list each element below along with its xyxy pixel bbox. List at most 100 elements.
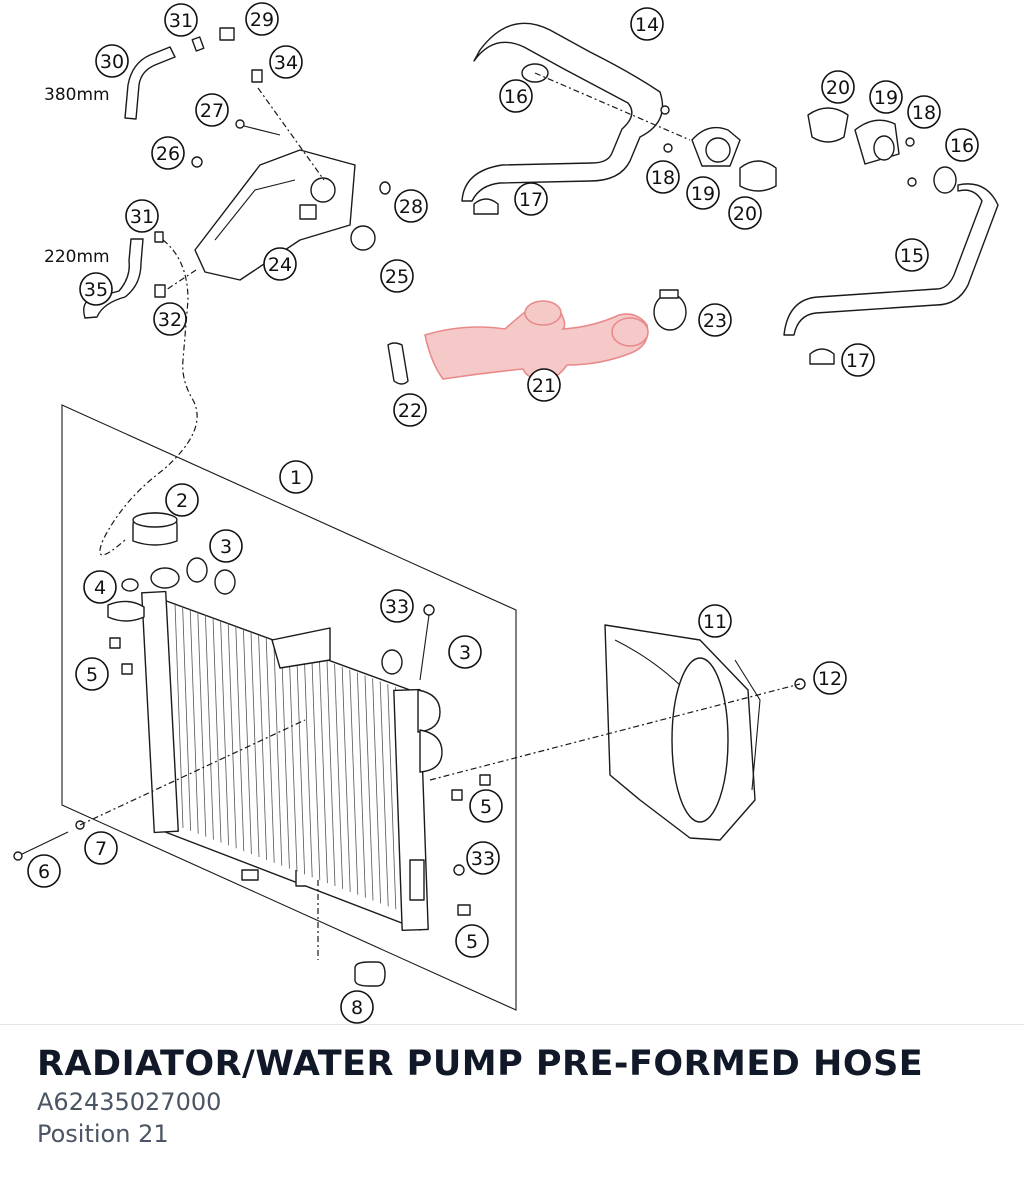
clamp-22 xyxy=(387,342,409,385)
hose-15 xyxy=(783,183,999,336)
overflow-tube xyxy=(99,239,198,556)
highlighted-part-21-hose xyxy=(424,300,649,382)
bolt-26 xyxy=(191,156,203,168)
callout-circle xyxy=(448,635,482,669)
callout-circle xyxy=(394,189,428,223)
callout-18: 18 xyxy=(646,160,680,194)
callout-1: 1 xyxy=(279,460,313,494)
callout-number: 1 xyxy=(290,467,302,489)
bolt-27 xyxy=(235,119,281,136)
callout-number: 35 xyxy=(84,279,108,301)
callout-number: 16 xyxy=(504,86,528,108)
callout-number: 5 xyxy=(86,664,98,686)
callout-circle xyxy=(821,70,855,104)
callout-26: 26 xyxy=(151,136,185,170)
thermostat-20a xyxy=(739,160,777,192)
radiator xyxy=(141,557,443,932)
callout-circle xyxy=(380,259,414,293)
clamp-29 xyxy=(219,27,235,41)
callout-6: 6 xyxy=(27,854,61,888)
rubber-mount-8 xyxy=(354,961,386,987)
callout-circle xyxy=(527,368,561,402)
callout-11: 11 xyxy=(698,604,732,638)
callout-17: 17 xyxy=(514,182,548,216)
callout-circle xyxy=(125,199,159,233)
callout-circle xyxy=(945,128,979,162)
clip-5b xyxy=(451,774,491,801)
callout-circle xyxy=(209,529,243,563)
callout-24: 24 xyxy=(263,247,297,281)
callout-circle xyxy=(841,343,875,377)
part-info-panel: RADIATOR/WATER PUMP PRE-FORMED HOSE A624… xyxy=(37,1042,997,1150)
clamp-17a xyxy=(473,198,499,215)
callout-25: 25 xyxy=(380,259,414,293)
callout-number: 20 xyxy=(733,203,757,225)
callout-number: 17 xyxy=(519,189,543,211)
callout-number: 7 xyxy=(95,838,107,860)
dimension-220mm: 220mm xyxy=(44,247,110,267)
clip-31b xyxy=(154,231,164,243)
callout-circle xyxy=(245,2,279,36)
callout-circle xyxy=(83,570,117,604)
callout-32: 32 xyxy=(153,302,187,336)
washer-28 xyxy=(379,181,391,195)
callout-12: 12 xyxy=(813,661,847,695)
spacer-bottom xyxy=(241,869,306,887)
clip-31a xyxy=(191,36,205,52)
callout-number: 18 xyxy=(651,167,675,189)
callout-5: 5 xyxy=(469,789,503,823)
callout-number: 20 xyxy=(826,77,850,99)
callout-number: 22 xyxy=(398,400,422,422)
callout-number: 29 xyxy=(250,9,274,31)
callout-number: 31 xyxy=(130,206,154,228)
callout-31: 31 xyxy=(125,199,159,233)
callout-circle xyxy=(195,93,229,127)
callout-labels: 1233455567811121415161617171818191920202… xyxy=(27,2,979,1024)
callout-8: 8 xyxy=(340,990,374,1024)
callout-number: 23 xyxy=(703,310,727,332)
callout-number: 21 xyxy=(532,375,556,397)
clip-32 xyxy=(154,284,166,298)
callout-4: 4 xyxy=(83,570,117,604)
callout-circle xyxy=(630,7,664,41)
callout-circle xyxy=(869,80,903,114)
callout-circle xyxy=(269,45,303,79)
callout-circle xyxy=(27,854,61,888)
callout-2: 2 xyxy=(165,483,199,517)
callout-circle xyxy=(380,589,414,623)
callout-number: 17 xyxy=(846,350,870,372)
bracket-left xyxy=(107,600,145,622)
callout-number: 6 xyxy=(38,861,50,883)
clip-5c xyxy=(457,904,471,916)
callout-number: 19 xyxy=(874,87,898,109)
callout-circle xyxy=(499,79,533,113)
callout-number: 14 xyxy=(635,14,659,36)
callout-circle xyxy=(455,924,489,958)
callout-circle xyxy=(813,661,847,695)
callout-31: 31 xyxy=(164,3,198,37)
callout-number: 11 xyxy=(703,611,727,633)
callout-circle xyxy=(279,460,313,494)
callout-number: 8 xyxy=(351,997,363,1019)
callout-7: 7 xyxy=(84,831,118,865)
callout-number: 16 xyxy=(950,135,974,157)
thermostat-housing-19b xyxy=(854,119,900,165)
tank-cap-25 xyxy=(350,225,376,251)
callout-20: 20 xyxy=(728,196,762,230)
assembly-lines xyxy=(79,72,801,960)
callout-34: 34 xyxy=(269,45,303,79)
hose-30 xyxy=(124,46,176,120)
callout-number: 3 xyxy=(220,536,232,558)
callout-circle xyxy=(393,393,427,427)
fan-shroud xyxy=(604,624,761,841)
callout-circle xyxy=(164,3,198,37)
callout-14: 14 xyxy=(630,7,664,41)
callout-number: 5 xyxy=(466,931,478,953)
callout-22: 22 xyxy=(393,393,427,427)
callout-number: 27 xyxy=(200,100,224,122)
divider xyxy=(0,1024,1024,1025)
exploded-parts-diagram: 380mm 220mm 1233455567811121415161617171… xyxy=(13,2,999,1024)
callout-number: 25 xyxy=(385,266,409,288)
callout-number: 19 xyxy=(691,183,715,205)
callout-circle xyxy=(698,604,732,638)
